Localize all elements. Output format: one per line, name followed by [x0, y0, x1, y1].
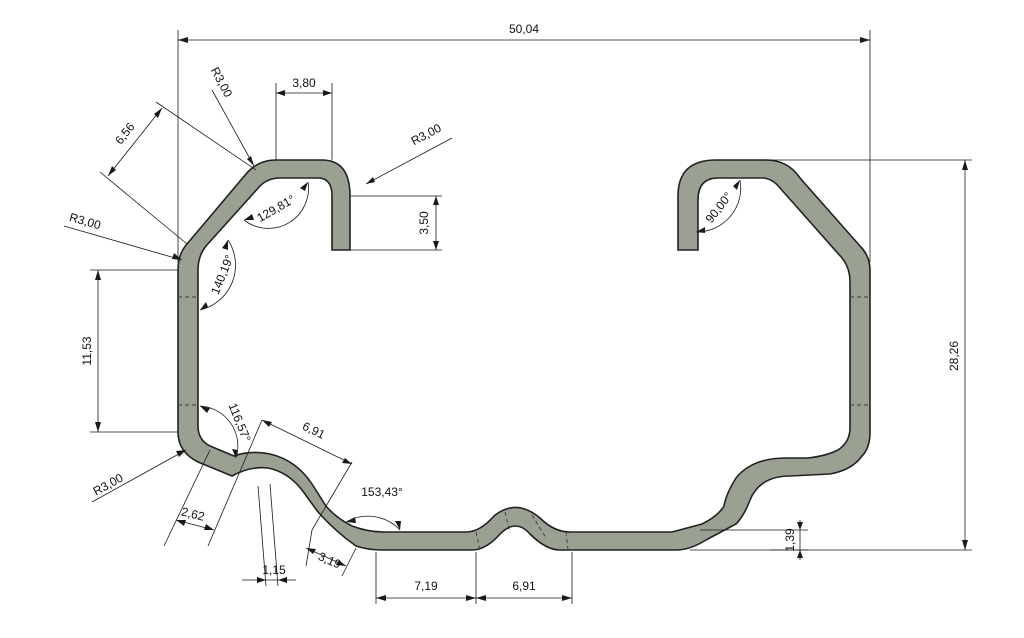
bend-seam-groove-mid-right [531, 514, 547, 539]
dimension-lower-offset-a: 2,62 [163, 419, 263, 547]
bend-seam-groove-mid-left [504, 511, 511, 534]
label-lower-segment: 3,19 [316, 549, 343, 571]
dimension-groove-depth: 1,39 [700, 520, 808, 560]
dimension-bottom-right: 6,91 [476, 552, 573, 604]
label-lower-offset-a: 2,62 [180, 505, 206, 524]
angle-left-upper: 140,19° [199, 239, 237, 311]
label-lip-height: 3,50 [417, 211, 431, 235]
label-groove-depth: 1,39 [783, 528, 797, 552]
dimension-overall-width: 50,04 [177, 22, 871, 262]
label-radius-top-left: R3,00 [208, 65, 236, 100]
profile-outline [177, 159, 871, 551]
label-angle-top-corner: 129,81° [255, 192, 298, 225]
bend-seam-groove-left [475, 531, 481, 551]
label-radius-left-upper: R3,00 [68, 210, 103, 232]
label-angle-left-upper: 140,19° [208, 252, 237, 296]
angle-bottom-ramp: 153,43° [345, 485, 403, 531]
radius-callout-left-lower: R3,00 [91, 449, 187, 503]
label-radius-left-lower: R3,00 [91, 470, 126, 498]
dimension-lip-height: 3,50 [350, 195, 442, 251]
label-overall-width: 50,04 [509, 22, 539, 36]
steel-profile [177, 159, 871, 551]
label-angle-bottom-ramp: 153,43° [361, 485, 403, 499]
label-bottom-left: 7,19 [414, 579, 438, 593]
dimension-chamfer: 6,56 [99, 101, 257, 245]
label-radius-top-right: R3,00 [409, 121, 444, 149]
label-angle-right-lip: 90,00° [703, 189, 736, 225]
dimension-lower-offset-b: 6,91 [261, 419, 353, 531]
label-top-flange: 3,80 [292, 76, 316, 90]
label-side-height: 11,53 [80, 336, 94, 365]
label-lower-offset-b: 6,91 [300, 419, 327, 442]
dimension-side-height: 11,53 [80, 269, 178, 433]
angle-right-lip: 90,00° [695, 179, 742, 233]
dimension-overall-height: 28,26 [690, 159, 972, 551]
label-overall-height: 28,26 [947, 341, 961, 371]
radius-callout-top-right: R3,00 [365, 121, 453, 185]
radius-callout-left-upper: R3,00 [63, 210, 183, 261]
label-lower-thickness: 1,15 [262, 563, 286, 577]
dimension-bottom-left: 7,19 [375, 552, 477, 604]
dimension-lower-thickness: 1,15 [242, 483, 296, 587]
bend-seam-groove-right [565, 531, 569, 551]
radius-callout-top-left: R3,00 [208, 65, 255, 167]
label-bottom-right: 6,91 [512, 579, 536, 593]
dimension-top-flange: 3,80 [275, 76, 333, 160]
